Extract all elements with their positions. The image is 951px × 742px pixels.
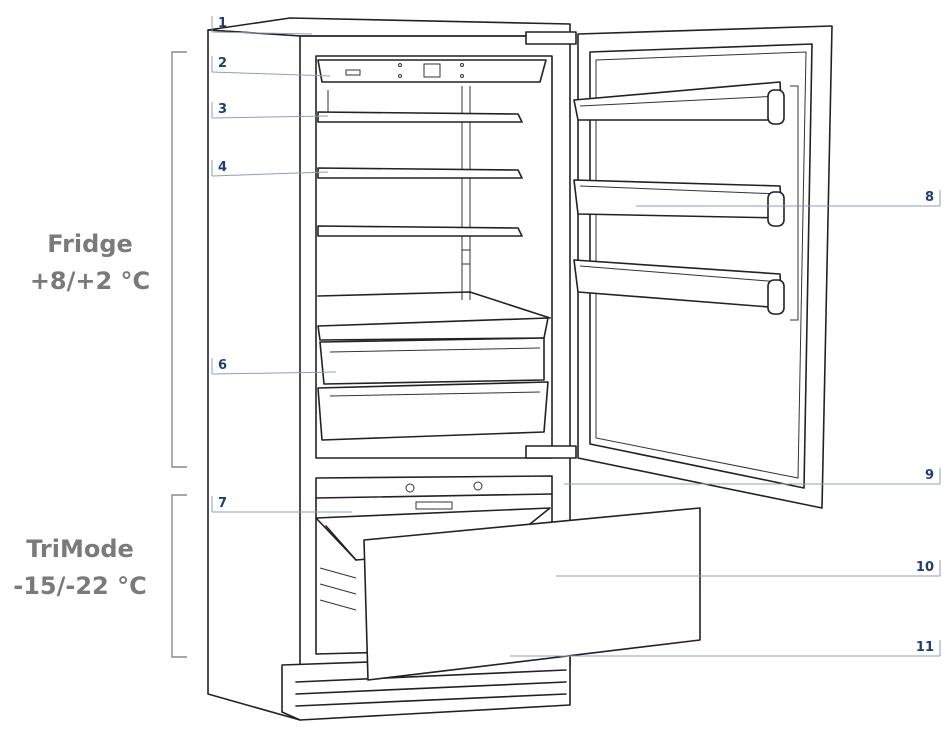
trimode-zone-title: TriMode [26, 535, 134, 563]
glass-shelf-2 [317, 167, 523, 179]
callout-9: 9 [925, 468, 934, 483]
glass-shelf-3 [317, 225, 523, 237]
callout-8: 8 [925, 190, 934, 205]
callout-10: 10 [916, 560, 934, 575]
callout-2: 2 [218, 56, 227, 71]
glass-shelf-1 [317, 111, 523, 123]
refrigerator-cabinet [207, 17, 571, 721]
control-panel [317, 59, 547, 83]
callout-6: 6 [218, 358, 227, 373]
door-bin-2 [573, 179, 785, 227]
callout-4: 4 [218, 160, 227, 175]
bottom-hinge [525, 445, 577, 459]
callout-3: 3 [218, 102, 227, 117]
trimode-zone-bracket [171, 494, 187, 658]
crisper-drawer-2 [317, 381, 549, 441]
callout-1: 1 [218, 16, 227, 31]
fridge-door [573, 25, 833, 509]
trimode-compartment [315, 475, 701, 681]
callout-7: 7 [218, 496, 227, 511]
fridge-zone-temperature: +8/+2 °C [30, 267, 150, 295]
callout-11: 11 [916, 640, 934, 655]
crisper-drawer-1 [319, 337, 545, 385]
door-hinges [525, 31, 577, 459]
trimode-drawer-front [363, 507, 701, 681]
door-bin-1 [573, 81, 785, 125]
fridge-compartment [317, 59, 551, 441]
fridge-zone-title: Fridge [47, 230, 133, 258]
door-bin-3 [573, 259, 785, 315]
callout-leaders [211, 16, 941, 657]
crisper-cover [317, 317, 549, 341]
top-hinge [525, 31, 577, 45]
display [423, 63, 441, 78]
trimode-zone-temperature: -15/-22 °C [13, 572, 146, 600]
fridge-zone-bracket [171, 51, 187, 468]
